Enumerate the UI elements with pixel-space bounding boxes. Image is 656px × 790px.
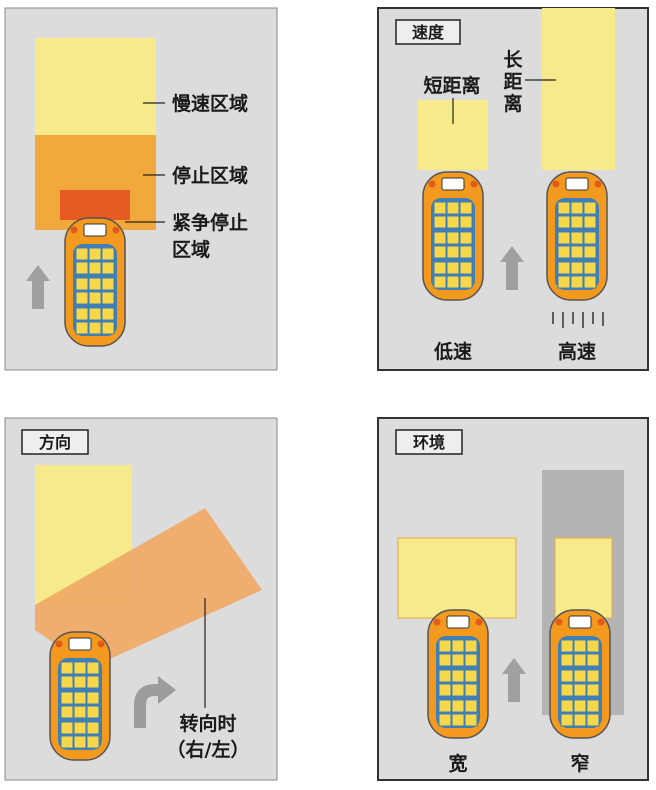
agv-vehicle-wide <box>427 609 489 739</box>
turn-label-line1: 转向时 <box>179 712 236 735</box>
emergency-zone-label-line1: 紧争停止 <box>172 211 248 234</box>
long-distance-label-char-1: 长 <box>503 49 523 71</box>
long-distance-zone <box>542 8 615 170</box>
turn-arrow-icon <box>134 684 160 728</box>
slow-zone-label: 慢速区域 <box>172 92 248 115</box>
emergency-stop-zone <box>60 190 130 220</box>
long-distance-label-char-2: 距 <box>503 71 522 93</box>
panel-direction: 方向 转向时 （右/左） <box>4 417 278 781</box>
speed-tag-box <box>395 19 461 45</box>
agv-vehicle-1 <box>64 217 126 347</box>
agv-vehicle-low-speed <box>422 171 484 301</box>
turn-zone <box>35 508 262 668</box>
wide-zone <box>397 537 517 619</box>
panel-speed: 速度 短距离 长 距 离 低速 高速 <box>377 7 649 371</box>
wide-label: 宽 <box>448 752 467 775</box>
panel-environment: 环境 宽 窄 <box>377 417 649 781</box>
low-speed-label: 低速 <box>433 340 472 363</box>
high-speed-label: 高速 <box>558 340 596 363</box>
narrow-label: 窄 <box>570 752 589 775</box>
slow-zone <box>35 38 156 135</box>
speed-tag: 速度 <box>412 23 445 42</box>
environment-tag-box <box>395 429 463 455</box>
stop-zone-label: 停止区域 <box>172 164 248 187</box>
emergency-zone-label-line2: 区域 <box>172 238 210 261</box>
turn-arrow-head-icon <box>158 676 176 704</box>
direction-tag: 方向 <box>39 433 71 452</box>
panel-zones: 慢速区域 停止区域 紧争停止 区域 <box>4 7 278 371</box>
long-distance-label-char-3: 离 <box>503 92 522 115</box>
motion-lines <box>552 312 604 328</box>
short-distance-label: 短距离 <box>423 74 480 97</box>
agv-vehicle-turning <box>49 631 111 761</box>
narrow-zone <box>554 537 613 619</box>
agv-vehicle-high-speed <box>546 171 608 301</box>
turn-label-line2: （右/左） <box>167 738 250 761</box>
direction-tag-box <box>21 429 89 455</box>
environment-tag: 环境 <box>413 433 445 452</box>
agv-vehicle-narrow <box>549 609 611 739</box>
